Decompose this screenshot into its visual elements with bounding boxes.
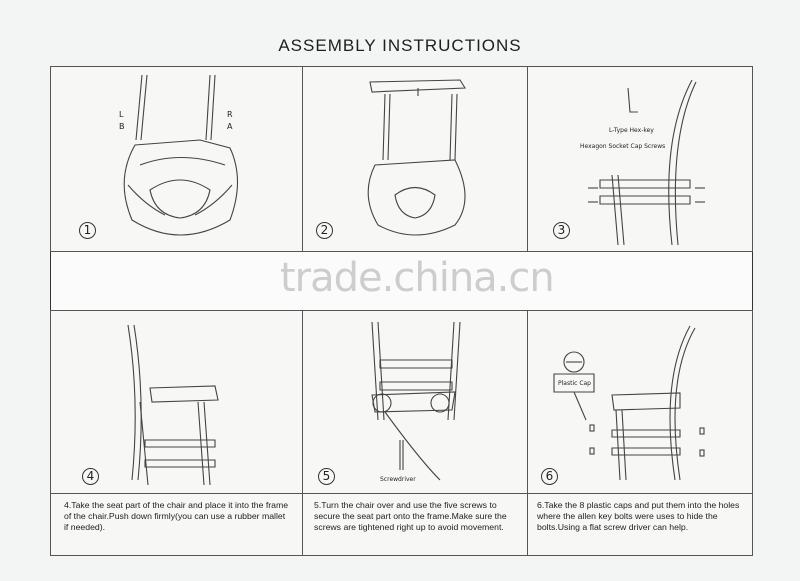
step-4-illustration bbox=[127, 324, 219, 486]
step-3-illustration bbox=[588, 79, 705, 246]
label-r: R bbox=[227, 110, 233, 119]
watermark-text: trade.china.cn bbox=[280, 255, 555, 301]
step-4-number: 4 bbox=[82, 468, 99, 485]
step-6-caption: 6.Take the 8 plastic caps and put them i… bbox=[537, 500, 740, 532]
step-5-number: 5 bbox=[318, 468, 335, 485]
step-4-caption: 4.Take the seat part of the chair and pl… bbox=[64, 500, 289, 532]
step-2-number: 2 bbox=[316, 222, 333, 239]
caption-divider bbox=[50, 493, 753, 494]
step-1-number: 1 bbox=[79, 222, 96, 239]
step-6-number: 6 bbox=[541, 468, 558, 485]
screws-label: Hexagon Socket Cap Screws bbox=[580, 143, 666, 150]
label-l: L bbox=[119, 110, 124, 119]
plastic-cap-label: Plastic Cap bbox=[558, 380, 591, 387]
hexkey-label: L-Type Hex-key bbox=[609, 127, 654, 134]
step-2-illustration bbox=[367, 79, 466, 236]
watermark-band bbox=[51, 252, 752, 310]
step-5-caption: 5.Turn the chair over and use the five s… bbox=[314, 500, 507, 532]
step-6-panel bbox=[527, 310, 753, 556]
label-a: A bbox=[227, 122, 233, 131]
step-6-illustration bbox=[553, 325, 705, 481]
step-1-illustration bbox=[123, 74, 238, 236]
step-3-panel bbox=[527, 66, 753, 252]
label-b: B bbox=[119, 122, 125, 131]
step-3-number: 3 bbox=[553, 222, 570, 239]
page-title: ASSEMBLY INSTRUCTIONS bbox=[278, 36, 522, 55]
step-5-illustration bbox=[371, 321, 461, 481]
screwdriver-label: Screwdriver bbox=[380, 476, 416, 483]
